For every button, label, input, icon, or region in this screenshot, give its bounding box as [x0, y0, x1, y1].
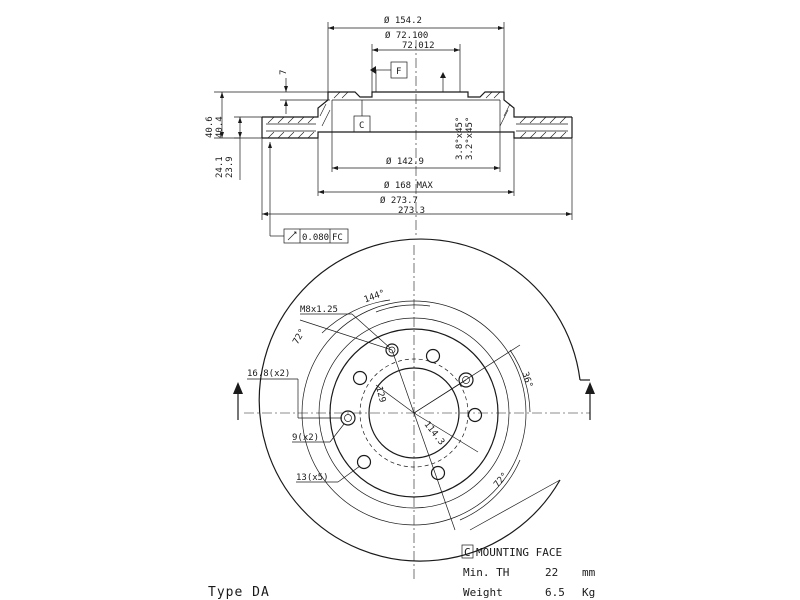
dim-rotor-th-max: 24.1 — [215, 156, 225, 178]
dim-hat-thickness: 7 — [279, 70, 289, 75]
pcd-114: 114.3 — [422, 420, 447, 448]
dim-height-max: 40.6 — [205, 116, 215, 138]
dim-height-min: 40.4 — [215, 116, 225, 138]
runout-tolerance: 0.080 — [302, 233, 329, 243]
dim-bore: Ø 142.9 — [386, 156, 424, 167]
dim-pilot-min: 72.012 — [402, 41, 435, 51]
dim-rotor-th-min: 23.9 — [225, 156, 235, 178]
runout-icon — [287, 231, 297, 241]
dim-friction-max: Ø 168 MAX — [384, 180, 433, 191]
datum-f: F — [396, 67, 401, 77]
bolt-holes — [340, 343, 483, 481]
bolt-hole — [425, 348, 441, 364]
disc-outer-edge — [258, 238, 581, 562]
dim-pilot-max: Ø 72.100 — [385, 30, 428, 41]
hatch-left — [267, 91, 349, 139]
legend: C MOUNTING FACE Min. TH 22 mm Weight 6.5… — [461, 544, 596, 599]
min-th-unit: mm — [582, 566, 596, 579]
min-th-label: Min. TH — [463, 566, 509, 579]
section-arrow-right — [585, 382, 595, 394]
section-view: Ø 154.2 Ø 72.100 72.012 F 7 40.6 40.4 — [205, 15, 573, 244]
hole-13-label: 13(x5) — [296, 473, 329, 483]
datum-c: C — [359, 121, 364, 131]
bolt-hole — [467, 407, 483, 423]
type-label: Type DA — [208, 585, 270, 600]
pcd-129: 129 — [373, 385, 387, 403]
bolt-hole — [356, 454, 372, 470]
dim-diameter-min: 273.3 — [398, 206, 425, 216]
mounting-face-label: MOUNTING FACE — [476, 546, 562, 559]
legend-datum-box: C — [464, 546, 471, 559]
hole-9-label: 9(x2) — [292, 433, 319, 443]
hatch-right — [485, 91, 567, 139]
weight-label: Weight — [463, 586, 503, 599]
threaded-hole — [385, 343, 399, 357]
threaded-hole — [458, 372, 474, 388]
bolt-hole — [430, 465, 446, 481]
weight-value: 6.5 — [545, 586, 565, 599]
dim-chamfer-1: 3.8°x45° — [455, 117, 465, 160]
dim-outer-hat: Ø 154.2 — [384, 15, 422, 26]
pilot-bore — [368, 367, 460, 459]
dim-diameter-max: Ø 273.7 — [380, 195, 418, 206]
dim-chamfer-2: 3.2°x45° — [465, 117, 475, 160]
datum-f-arrow — [370, 66, 376, 74]
runout-datum: FC — [332, 233, 343, 243]
weight-unit: Kg — [582, 586, 595, 599]
bolt-hole — [352, 370, 368, 386]
angle-72-top: 72° — [291, 327, 308, 346]
hole-16-label: 16.8(x2) — [247, 369, 290, 379]
thread-label: M8x1.25 — [300, 305, 338, 315]
face-view: M8x1.25 144° 72° 36° 72° 16.8(x2) 9(x2) … — [233, 238, 595, 580]
section-arrow-left — [233, 382, 243, 394]
min-th-value: 22 — [545, 566, 558, 579]
angle-36: 36° — [519, 371, 534, 390]
